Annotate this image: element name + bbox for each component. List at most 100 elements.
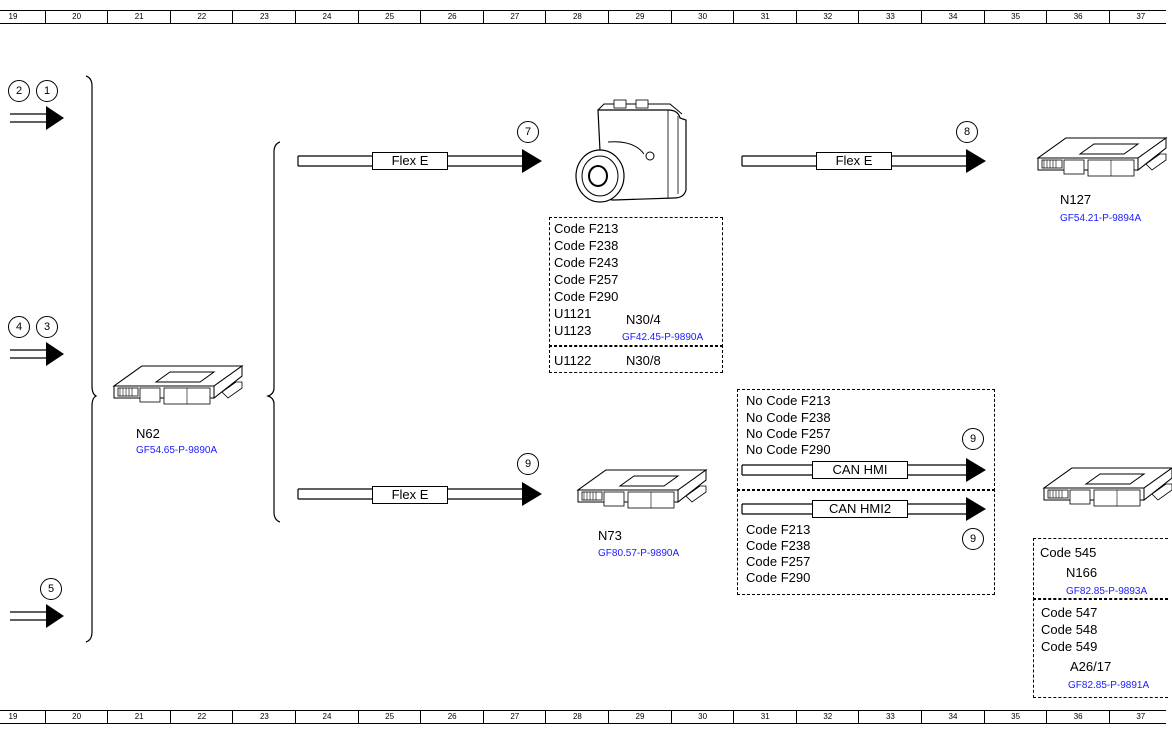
n127-ref-link[interactable]: GF54.21-P-9894A <box>1060 213 1142 224</box>
ruler-tick: 24 <box>295 11 358 23</box>
bus-bottom-label: Flex E <box>372 486 448 504</box>
ruler-tick: 25 <box>357 11 421 23</box>
ruler-tick: 29 <box>608 11 671 23</box>
ruler-tick: 36 <box>1046 711 1109 723</box>
connector-9-left: 9 <box>517 453 539 475</box>
can-hmi-label: CAN HMI <box>812 461 908 479</box>
connector-3: 3 <box>36 316 58 338</box>
n30-code-7: U1123 <box>554 323 592 338</box>
n62-ref-link[interactable]: GF54.65-P-9890A <box>136 445 218 456</box>
middle-brace <box>266 141 281 523</box>
n30-8-name: N30/8 <box>626 353 661 368</box>
ruler-tick: 22 <box>169 11 233 23</box>
ruler-tick: 32 <box>795 711 859 723</box>
n166-ref-link[interactable]: GF82.85-P-9893A <box>1066 586 1148 597</box>
ruler-tick: 32 <box>795 11 859 23</box>
bus-right-top-label: Flex E <box>816 152 892 170</box>
ruler-tick: 24 <box>295 711 358 723</box>
n30-code-1: Code F213 <box>554 221 619 236</box>
ruler-tick: 35 <box>983 711 1047 723</box>
n30-4-ref-link[interactable]: GF42.45-P-9890A <box>622 332 704 343</box>
ruler-tick: 31 <box>733 711 796 723</box>
ruler-tick: 28 <box>545 11 608 23</box>
a26-code-box <box>1033 598 1168 698</box>
n30-unit-drawing <box>575 99 687 203</box>
n166-name: N166 <box>1066 565 1098 580</box>
n127-name: N127 <box>1060 192 1092 207</box>
ruler-tick: 26 <box>420 11 483 23</box>
n73-ref-link[interactable]: GF80.57-P-9890A <box>598 548 680 559</box>
n30-8-code: U1122 <box>554 353 592 368</box>
n62-name: N62 <box>136 426 160 441</box>
n30-code-5: Code F290 <box>554 289 619 304</box>
ruler-tick: 22 <box>169 711 233 723</box>
hmi2-code-2: Code F238 <box>746 538 811 553</box>
ruler-tick: 29 <box>608 711 671 723</box>
hmi-code-3: No Code F257 <box>746 426 831 441</box>
n166-code-box <box>1033 538 1168 600</box>
ruler-tick: 19 <box>8 12 18 21</box>
hmi2-code-3: Code F257 <box>746 554 811 569</box>
n30-code-4: Code F257 <box>554 272 619 287</box>
input-arrow-3-4 <box>10 342 64 366</box>
ruler-tick: 31 <box>733 11 796 23</box>
n166-code: Code 545 <box>1040 545 1097 560</box>
ruler-tick: 21 <box>107 711 170 723</box>
a26-ref-link[interactable]: GF82.85-P-9891A <box>1068 680 1150 691</box>
ruler-tick: 25 <box>357 711 421 723</box>
ruler-tick: 27 <box>482 711 546 723</box>
ruler-tick: 19 <box>8 712 18 721</box>
bus-top-label: Flex E <box>372 152 448 170</box>
n30-code-3: Code F243 <box>554 255 619 270</box>
hmi-code-1: No Code F213 <box>746 393 831 408</box>
connector-9-hmi2: 9 <box>962 528 984 550</box>
ruler-tick: 35 <box>983 11 1047 23</box>
input-arrow-5 <box>10 604 64 628</box>
ruler-tick: 30 <box>670 11 734 23</box>
hmi-code-2: No Code F238 <box>746 410 831 425</box>
ruler-tick: 30 <box>670 711 734 723</box>
ruler-tick: 33 <box>858 711 921 723</box>
hmi2-code-4: Code F290 <box>746 570 811 585</box>
left-brace <box>85 75 98 643</box>
can-hmi-box <box>737 389 995 491</box>
input-arrow-1-2 <box>10 106 64 130</box>
n30-code-box <box>549 217 723 347</box>
n73-name: N73 <box>598 528 622 543</box>
connector-5: 5 <box>40 578 62 600</box>
a26-name: A26/17 <box>1070 659 1112 674</box>
connector-8: 8 <box>956 121 978 143</box>
ruler-tick: 20 <box>44 711 108 723</box>
n73-unit-drawing <box>577 469 707 509</box>
ruler-tick: 27 <box>482 11 546 23</box>
ruler-tick: 37 <box>1108 711 1172 723</box>
ruler-tick: 23 <box>232 11 295 23</box>
ruler-tick: 28 <box>545 711 608 723</box>
connector-1: 1 <box>36 80 58 102</box>
ruler-tick: 23 <box>232 711 295 723</box>
ruler-tick: 33 <box>858 11 921 23</box>
n127-unit-drawing <box>1037 137 1167 177</box>
hmi2-code-1: Code F213 <box>746 522 811 537</box>
n30-4-name: N30/4 <box>626 312 661 327</box>
ruler-tick: 36 <box>1046 11 1109 23</box>
n62-unit-drawing <box>113 365 243 405</box>
ruler-tick: 34 <box>921 11 984 23</box>
connector-4: 4 <box>8 316 30 338</box>
can-hmi2-label: CAN HMI2 <box>812 500 908 518</box>
ruler-tick: 20 <box>44 11 108 23</box>
can-hmi2-box <box>737 489 995 595</box>
a26-code-2: Code 548 <box>1041 622 1098 637</box>
n166-unit-drawing <box>1043 467 1172 507</box>
n30-8-code-box <box>549 345 723 373</box>
n30-code-2: Code F238 <box>554 238 619 253</box>
ruler-tick: 26 <box>420 711 483 723</box>
hmi-code-4: No Code F290 <box>746 442 831 457</box>
ruler-tick: 37 <box>1108 11 1172 23</box>
n30-code-6: U1121 <box>554 306 592 321</box>
connector-7: 7 <box>517 121 539 143</box>
connector-9-hmi: 9 <box>962 428 984 450</box>
